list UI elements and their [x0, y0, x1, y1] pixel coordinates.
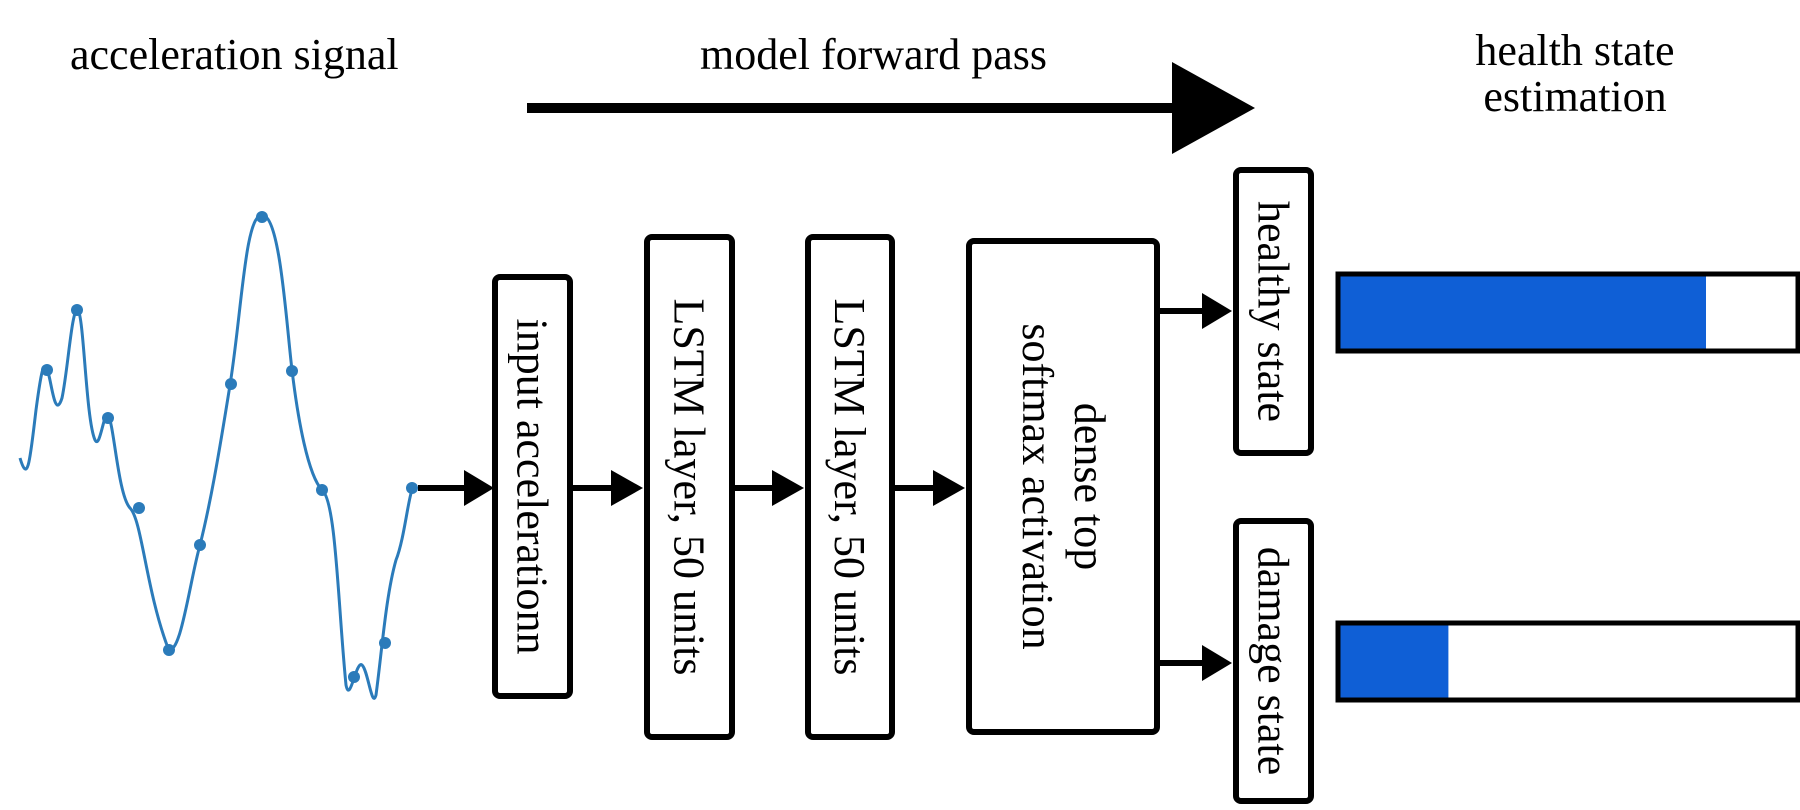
health-estimation-title: health state estimation: [1440, 26, 1710, 122]
healthy-output-label: healthy state: [1249, 201, 1298, 422]
damage-estimate-bar: [1335, 620, 1800, 703]
healthy-output: healthy state: [1233, 167, 1314, 456]
damage-output: damage state: [1233, 518, 1314, 804]
forward-pass-arrow: [527, 62, 1255, 154]
forward-pass-title: model forward pass: [700, 30, 1048, 79]
arrow-signal-to-input: [418, 470, 494, 506]
lstm-layer-2-label: LSTM layer, 50 units: [825, 298, 874, 675]
damage-estimate-fill: [1338, 623, 1449, 700]
healthy-estimate-fill: [1338, 274, 1706, 351]
health-title-line2: estimation: [1483, 72, 1667, 122]
signal-samples: [41, 211, 418, 683]
arrow-lstm1-to-lstm2: [732, 470, 804, 506]
signal-title: acceleration signal: [70, 30, 399, 79]
dense-layer-label-line2: softmax activation: [1013, 323, 1062, 649]
health-title-line1: health state: [1475, 26, 1675, 75]
dense-layer-label-line1: dense top: [1065, 403, 1114, 570]
lstm-layer-1: LSTM layer, 50 units: [644, 234, 735, 740]
lstm-layer-1-label: LSTM layer, 50 units: [665, 298, 714, 675]
dense-layer: dense top softmax activation: [966, 238, 1160, 735]
arrow-dense-to-damage: [1157, 645, 1232, 681]
damage-output-label: damage state: [1249, 547, 1298, 775]
arrow-dense-to-healthy: [1157, 293, 1232, 329]
input-layer: input accelerationn: [492, 274, 573, 699]
signal-waveform: [18, 213, 414, 700]
lstm-layer-2: LSTM layer, 50 units: [805, 234, 895, 740]
input-layer-label: input accelerationn: [508, 319, 557, 655]
arrow-lstm2-to-dense: [892, 470, 965, 506]
acceleration-signal: [18, 211, 418, 700]
arrow-input-to-lstm1: [570, 470, 643, 506]
healthy-estimate-bar: [1335, 271, 1800, 354]
flow-arrows: [418, 293, 1232, 681]
